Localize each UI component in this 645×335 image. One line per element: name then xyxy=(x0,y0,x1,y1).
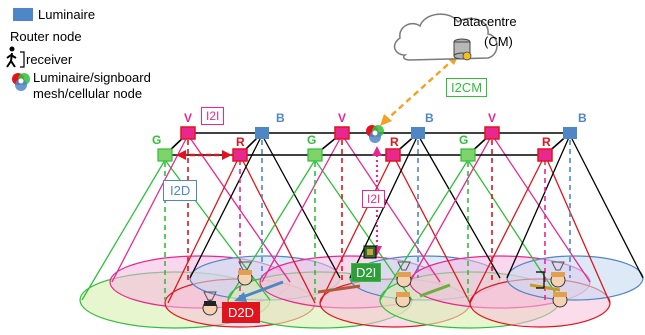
node-r3 xyxy=(537,148,553,162)
d2i-label: D2I xyxy=(351,263,382,282)
d2i-arrow-orange xyxy=(529,283,561,292)
d2i-arrow-green xyxy=(419,283,451,298)
datacentre-cloud xyxy=(393,13,498,61)
receiver-icon xyxy=(396,261,412,288)
luminaire-legend-icon xyxy=(13,8,33,21)
coverage-blue-3 xyxy=(506,255,644,301)
receiver-icon xyxy=(550,261,566,288)
receiver-frame-icon xyxy=(536,271,545,289)
node-label-b3: B xyxy=(578,111,587,125)
d2d-label: D2D xyxy=(222,302,261,323)
legend-mesh-label-2: mesh/cellular node xyxy=(33,86,143,101)
mesh-node-legend-icon xyxy=(12,73,30,91)
legend-router-label: Router node xyxy=(10,29,82,44)
d2d-arrow xyxy=(239,280,284,300)
node-label-v3: V xyxy=(488,111,497,125)
node-r2 xyxy=(385,148,401,162)
node-b3 xyxy=(563,127,577,139)
legend-mesh-label-1: Luminaire/signboard xyxy=(33,70,151,85)
mesh-node-icon xyxy=(366,125,384,143)
arrowhead xyxy=(380,114,392,126)
d2i-arrow-brown xyxy=(317,284,361,294)
node-label-b2: B xyxy=(425,111,434,125)
node-v3 xyxy=(484,126,500,140)
node-v2 xyxy=(334,126,350,140)
receiver-icon xyxy=(363,245,377,259)
arrowhead xyxy=(222,150,232,160)
node-g2 xyxy=(307,148,323,162)
node-label-v2: V xyxy=(338,111,347,125)
node-b2 xyxy=(411,127,425,139)
datacentre-subtitle: (CM) xyxy=(484,34,513,49)
i2i-top-label: I2I xyxy=(201,107,225,125)
datacentre-title: Datacentre xyxy=(453,14,517,29)
node-label-r1: R xyxy=(236,135,245,149)
node-label-r3: R xyxy=(542,135,551,149)
node-label-g1: G xyxy=(152,133,162,147)
node-v1 xyxy=(180,126,196,140)
receiver-icon xyxy=(237,261,253,286)
node-label-g2: G xyxy=(307,133,317,147)
node-g3 xyxy=(460,148,476,162)
receiver-icon xyxy=(552,292,568,308)
receiver-icon xyxy=(202,291,218,316)
i2i-mid-label: I2I xyxy=(362,190,386,208)
arrowhead xyxy=(372,146,382,156)
i2cm-arrow xyxy=(383,57,456,123)
node-b1 xyxy=(255,127,269,139)
i2cm-label: I2CM xyxy=(446,78,488,97)
arrowhead xyxy=(234,292,247,302)
arrowhead xyxy=(176,150,186,160)
backbone xyxy=(164,132,571,156)
legend-receiver-label: receiver xyxy=(26,52,73,67)
node-label-g3: G xyxy=(459,133,469,147)
node-label-r2: R xyxy=(390,135,399,149)
receiver-icon xyxy=(395,292,411,308)
node-label-v1: V xyxy=(184,111,193,125)
walker-legend-icon xyxy=(6,46,25,68)
database-icon xyxy=(453,38,472,61)
receiver-icons xyxy=(202,245,568,316)
node-g1 xyxy=(157,148,173,162)
i2d-label: I2D xyxy=(163,180,198,201)
legend-luminaire-label: Luminaire xyxy=(38,7,96,22)
node-label-b1: B xyxy=(276,111,285,125)
node-r1 xyxy=(232,148,248,162)
luminaire-nodes xyxy=(157,126,577,162)
